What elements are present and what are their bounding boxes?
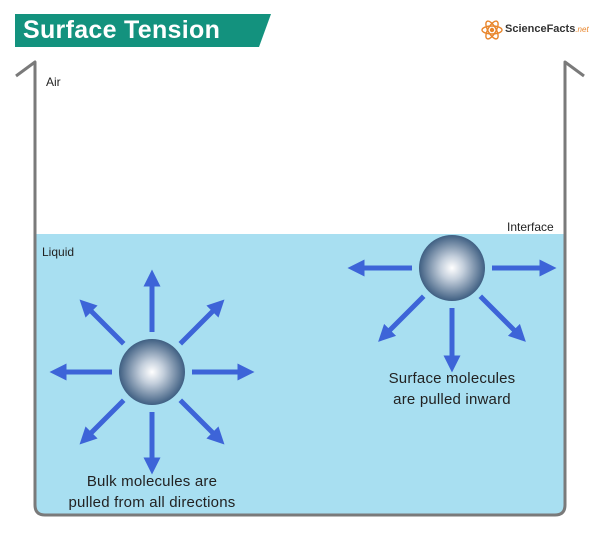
bulk-caption: Bulk molecules are pulled from all direc… (40, 471, 264, 513)
surface-caption-line-1: Surface molecules (388, 370, 516, 387)
logo-wordmark: ScienceFacts.net (505, 23, 589, 35)
title-banner: Surface Tension (15, 14, 271, 47)
container-outline (15, 60, 585, 517)
logo-suffix: .net (575, 25, 589, 34)
bulk-force-arrow (178, 299, 225, 346)
logo-name: ScienceFacts (505, 23, 576, 35)
bulk-force-arrow (79, 299, 126, 346)
surface-force-arrow (378, 294, 426, 342)
bulk-caption-line-1: Bulk molecules are (86, 473, 218, 490)
atom-icon (481, 20, 503, 40)
bulk-force-arrow (178, 398, 225, 445)
bulk-caption-line-2: pulled from all directions (68, 494, 236, 511)
sciencefacts-logo: ScienceFacts.net (481, 18, 591, 42)
bulk-molecule (119, 339, 185, 405)
bulk-force-arrow (79, 398, 126, 445)
surface-force-arrow (478, 294, 526, 342)
surface-molecule (419, 235, 485, 301)
surface-caption: Surface molecules are pulled inward (352, 368, 552, 410)
air-label: Air (46, 75, 61, 89)
interface-label: Interface (507, 220, 554, 234)
page-title: Surface Tension (23, 16, 221, 44)
bulk-force-arrows (49, 269, 255, 475)
surface-force-arrows (347, 259, 557, 373)
liquid-region (35, 234, 565, 515)
title-banner-shape (15, 14, 271, 47)
surface-caption-line-2: are pulled inward (393, 391, 511, 408)
liquid-label: Liquid (42, 245, 75, 259)
